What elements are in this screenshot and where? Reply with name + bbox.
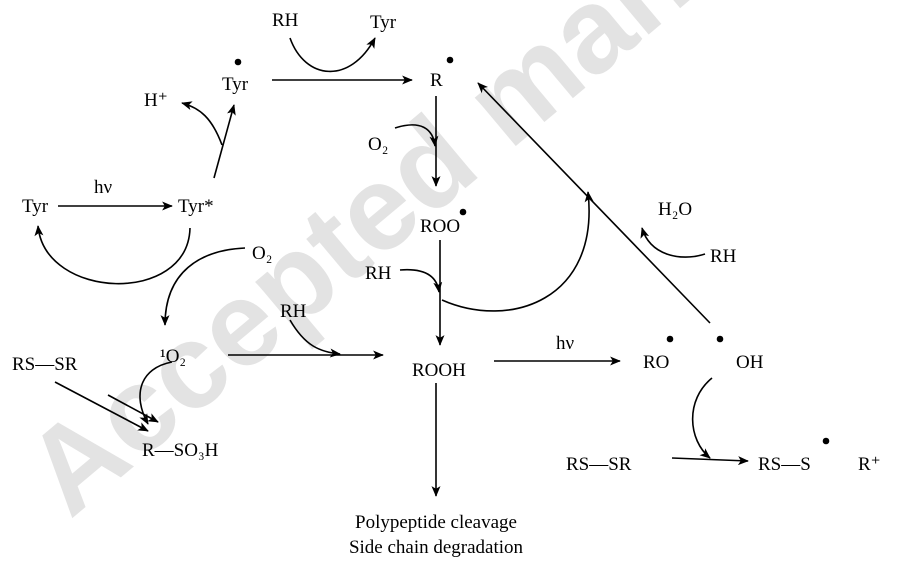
label-disulfide-left: RS—SR xyxy=(12,354,78,375)
labels: Tyr hν Tyr* O₂ ¹O₂ RS—SR R—SO₃H H⁺ Tyr R… xyxy=(12,10,881,558)
label-proton: H⁺ xyxy=(144,90,168,111)
radical-dot-oh xyxy=(716,335,724,343)
label-peroxyl-radical: ROO xyxy=(420,216,460,237)
label-disulfide-right: RS—SR xyxy=(566,454,632,475)
arrow-o2-sensitization xyxy=(160,247,246,326)
arrow-rh-into-rooh xyxy=(289,319,341,358)
arrow-disulfide-oxidation-a xyxy=(54,381,149,432)
arrow-chain-propagation xyxy=(441,191,594,312)
label-hydroperoxide: ROOH xyxy=(412,360,466,381)
label-r-radical: R xyxy=(430,70,443,91)
label-rh-right: RH xyxy=(710,246,737,267)
arrow-o2-addition xyxy=(394,124,439,147)
label-tyr-top: Tyr xyxy=(370,12,397,33)
label-hv-1: hν xyxy=(94,177,113,198)
radical-dot-r xyxy=(446,56,454,64)
arrow-disulfide-cleavage xyxy=(671,456,749,466)
label-tyr-radical: Tyr xyxy=(222,74,249,95)
label-thiyl-radical: RS—S xyxy=(758,454,811,475)
arrow-to-tyr-radical xyxy=(213,104,236,179)
arrow-oh-to-disulfide xyxy=(691,377,713,459)
label-alkoxyl-radical: RO xyxy=(643,352,669,373)
label-hv-2: hν xyxy=(556,333,575,354)
label-tyr-left: Tyr xyxy=(22,196,49,217)
arrow-tyr-relaxation xyxy=(34,225,191,285)
arrow-oh-to-r-radical xyxy=(477,82,711,324)
arrow-singlet-oxygen-to-sulfonic xyxy=(139,361,173,425)
radical-dot-roo xyxy=(459,208,467,216)
radical-dots xyxy=(234,56,830,445)
arrow-rh-to-tyr xyxy=(289,37,376,73)
arrow-rh-h-abstraction xyxy=(399,268,443,293)
label-rh-top: RH xyxy=(272,10,299,31)
label-rh-lower: RH xyxy=(280,301,307,322)
arrow-disulfide-oxidation-b xyxy=(107,394,159,423)
arrow-h-plus-release xyxy=(181,101,223,146)
arrows xyxy=(34,37,749,497)
radical-dot-tyr xyxy=(234,58,242,66)
label-singlet-oxygen: ¹O₂ xyxy=(160,346,186,367)
label-o2-right: O₂ xyxy=(252,243,272,264)
label-tyr-excited: Tyr* xyxy=(178,196,214,217)
label-r-cation: R⁺ xyxy=(858,454,881,475)
radical-dot-ro xyxy=(666,335,674,343)
label-water: H₂O xyxy=(658,199,692,220)
label-side-chain-degradation: Side chain degradation xyxy=(349,537,524,558)
radical-dot-s xyxy=(822,437,830,445)
label-polypeptide-cleavage: Polypeptide cleavage xyxy=(355,512,517,533)
arrow-rh-to-water xyxy=(640,227,706,258)
label-hydroxyl-radical: OH xyxy=(736,352,764,373)
label-sulfonic-acid: R—SO₃H xyxy=(142,440,219,461)
label-o2-mid: O₂ xyxy=(368,134,388,155)
label-rh-mid: RH xyxy=(365,263,392,284)
